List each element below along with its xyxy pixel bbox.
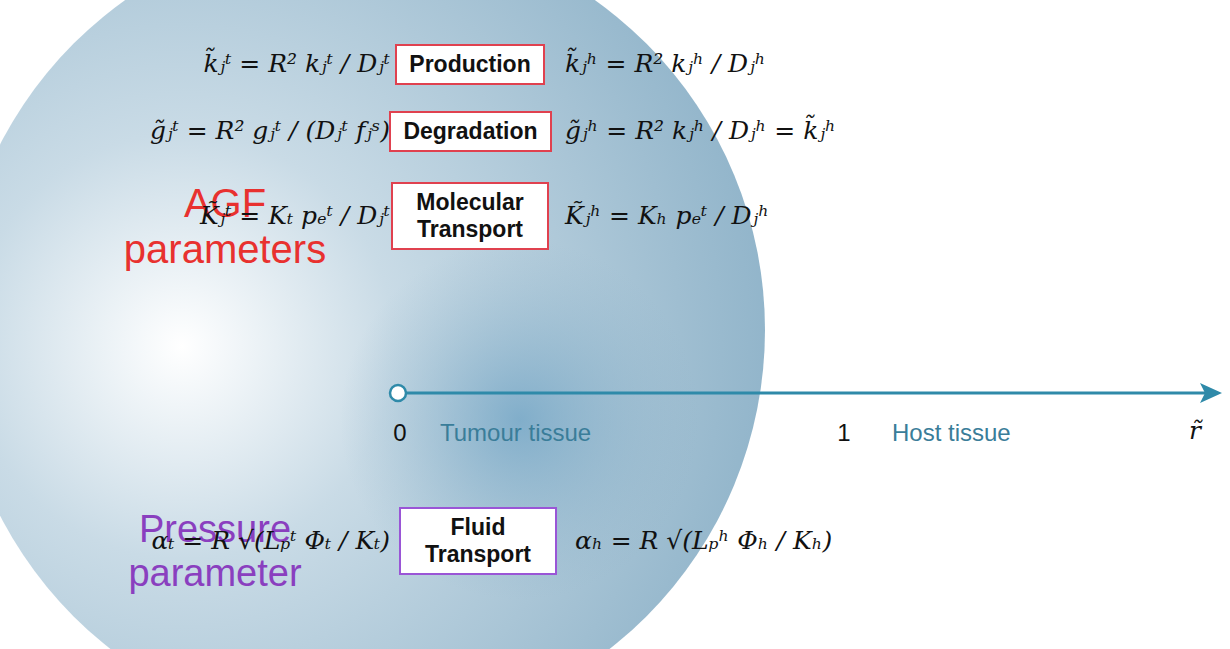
formula: k̃ⱼᵗ = R² kⱼᵗ / Dⱼᵗ: [115, 47, 390, 81]
formula: K̃ⱼʰ = Kₕ pₑᵗ / Dⱼʰ: [565, 199, 985, 233]
box-label: Degradation: [403, 118, 537, 145]
parameter-box: Degradation: [389, 111, 552, 152]
formula: K̃ⱼᵗ = Kₜ pₑᵗ / Dⱼᵗ: [115, 199, 390, 233]
axis-line: [406, 392, 1205, 395]
axis-tick-label: 1: [832, 418, 856, 448]
parameter-box: Production: [395, 44, 545, 85]
axis-arrowhead: [1200, 383, 1222, 403]
axis-tick-label: 0: [388, 418, 412, 448]
region-label: Host tissue: [892, 418, 1092, 448]
formula: k̃ⱼʰ = R² kⱼʰ / Dⱼʰ: [565, 47, 985, 81]
formula: g̃ⱼᵗ = R² gⱼᵗ / (Dⱼᵗ fⱼˢ): [60, 114, 390, 148]
box-label: Fluid Transport: [413, 514, 543, 568]
formula: αₕ = R √(Lₚʰ Φₕ / Kₕ): [575, 524, 995, 558]
formula: g̃ⱼʰ = R² kⱼʰ / Dⱼʰ = k̃ⱼʰ: [565, 114, 985, 148]
axis-origin: [390, 385, 406, 401]
formula: αₜ = R √(Lₚᵗ Φₜ / Kₜ): [95, 524, 390, 558]
region-label: Tumour tissue: [440, 418, 640, 448]
parameter-box: Fluid Transport: [399, 507, 557, 575]
parameter-box: Molecular Transport: [391, 182, 549, 250]
axis-name: r̃: [1180, 414, 1210, 448]
box-label: Molecular Transport: [405, 189, 535, 243]
box-label: Production: [409, 51, 530, 78]
